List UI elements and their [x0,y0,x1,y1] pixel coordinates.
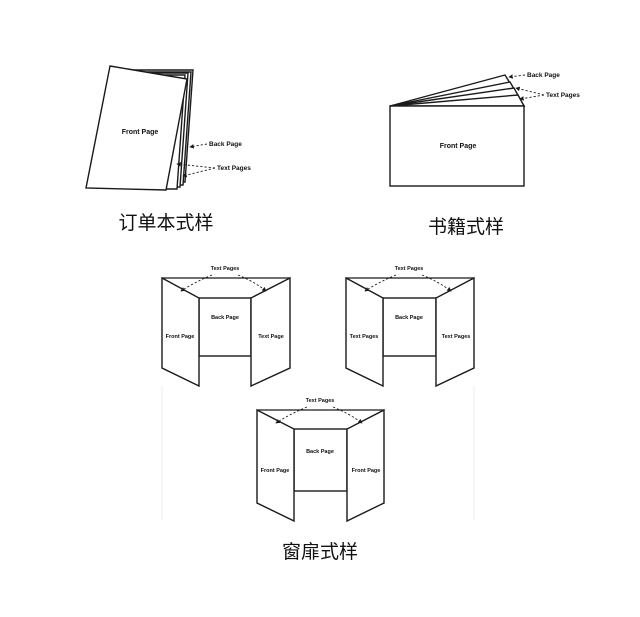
order-text-arrow-2 [182,167,216,178]
order-back-arrow [189,143,208,149]
book-text-label: Text Pages [546,92,580,99]
window-right-arrow-a [364,274,397,292]
order-front-label: Front Page [122,129,159,136]
window-right-arrow-b [421,274,452,292]
window-left-right-panel [250,276,291,388]
window-left-right-label: Text Page [258,334,284,340]
window-left-text-label: Text Pages [211,266,240,272]
window-panel-right: Text Pages Back Page Text Pages Text Pag… [345,266,475,388]
book-back-label: Back Page [527,72,560,79]
book-text-arrow-1 [515,86,545,96]
window-left-back-label: Back Page [211,315,239,321]
window-left-arrow-a [180,274,213,292]
window-right-left-panel [345,276,384,388]
book-style: Front Page Back Page Text Pages 书籍式样 [389,72,580,238]
window-left-front-panel [161,276,200,388]
order-book-style: Front Page Back Page Text Pages 订单本式样 [85,65,251,234]
window-right-right-panel [435,276,475,388]
book-back-arrow [508,74,526,79]
window-right-right-label: Text Pages [442,334,471,340]
book-text-arrow-2 [519,94,545,101]
order-text-arrow-1 [176,162,216,169]
order-text-label: Text Pages [217,165,251,172]
window-bottom-arrow-a [275,406,308,424]
book-front-label: Front Page [440,143,477,150]
order-back-label: Back Page [209,141,242,148]
window-bottom-right-panel [346,408,385,523]
window-right-back-page [382,297,437,357]
window-bottom-text-label: Text Pages [306,398,335,404]
window-right-text-label: Text Pages [395,266,424,272]
window-bottom-left-label: Front Page [261,468,290,474]
window-bottom-back-page [293,428,348,492]
window-panel-bottom: Text Pages Back Page Front Page Front Pa… [256,398,385,523]
window-right-back-label: Back Page [395,315,423,321]
window-left-back-page [198,297,252,357]
window-bottom-arrow-b [332,406,363,424]
window-bottom-left-panel [256,408,295,523]
window-bottom-right-label: Front Page [352,468,381,474]
window-style-caption: 窗扉式样 [282,541,358,563]
book-style-caption: 书籍式样 [428,216,504,238]
order-style-caption: 订单本式样 [118,212,213,234]
window-left-arrow-b [237,274,267,292]
window-left-front-label: Front Page [166,334,195,340]
book-front-page-shape [389,105,525,187]
window-bottom-back-label: Back Page [306,449,334,455]
window-right-left-label: Text Pages [350,334,379,340]
order-front-page-shape [85,65,188,191]
window-panel-left: Text Pages Back Page Front Page Text Pag… [161,266,291,388]
